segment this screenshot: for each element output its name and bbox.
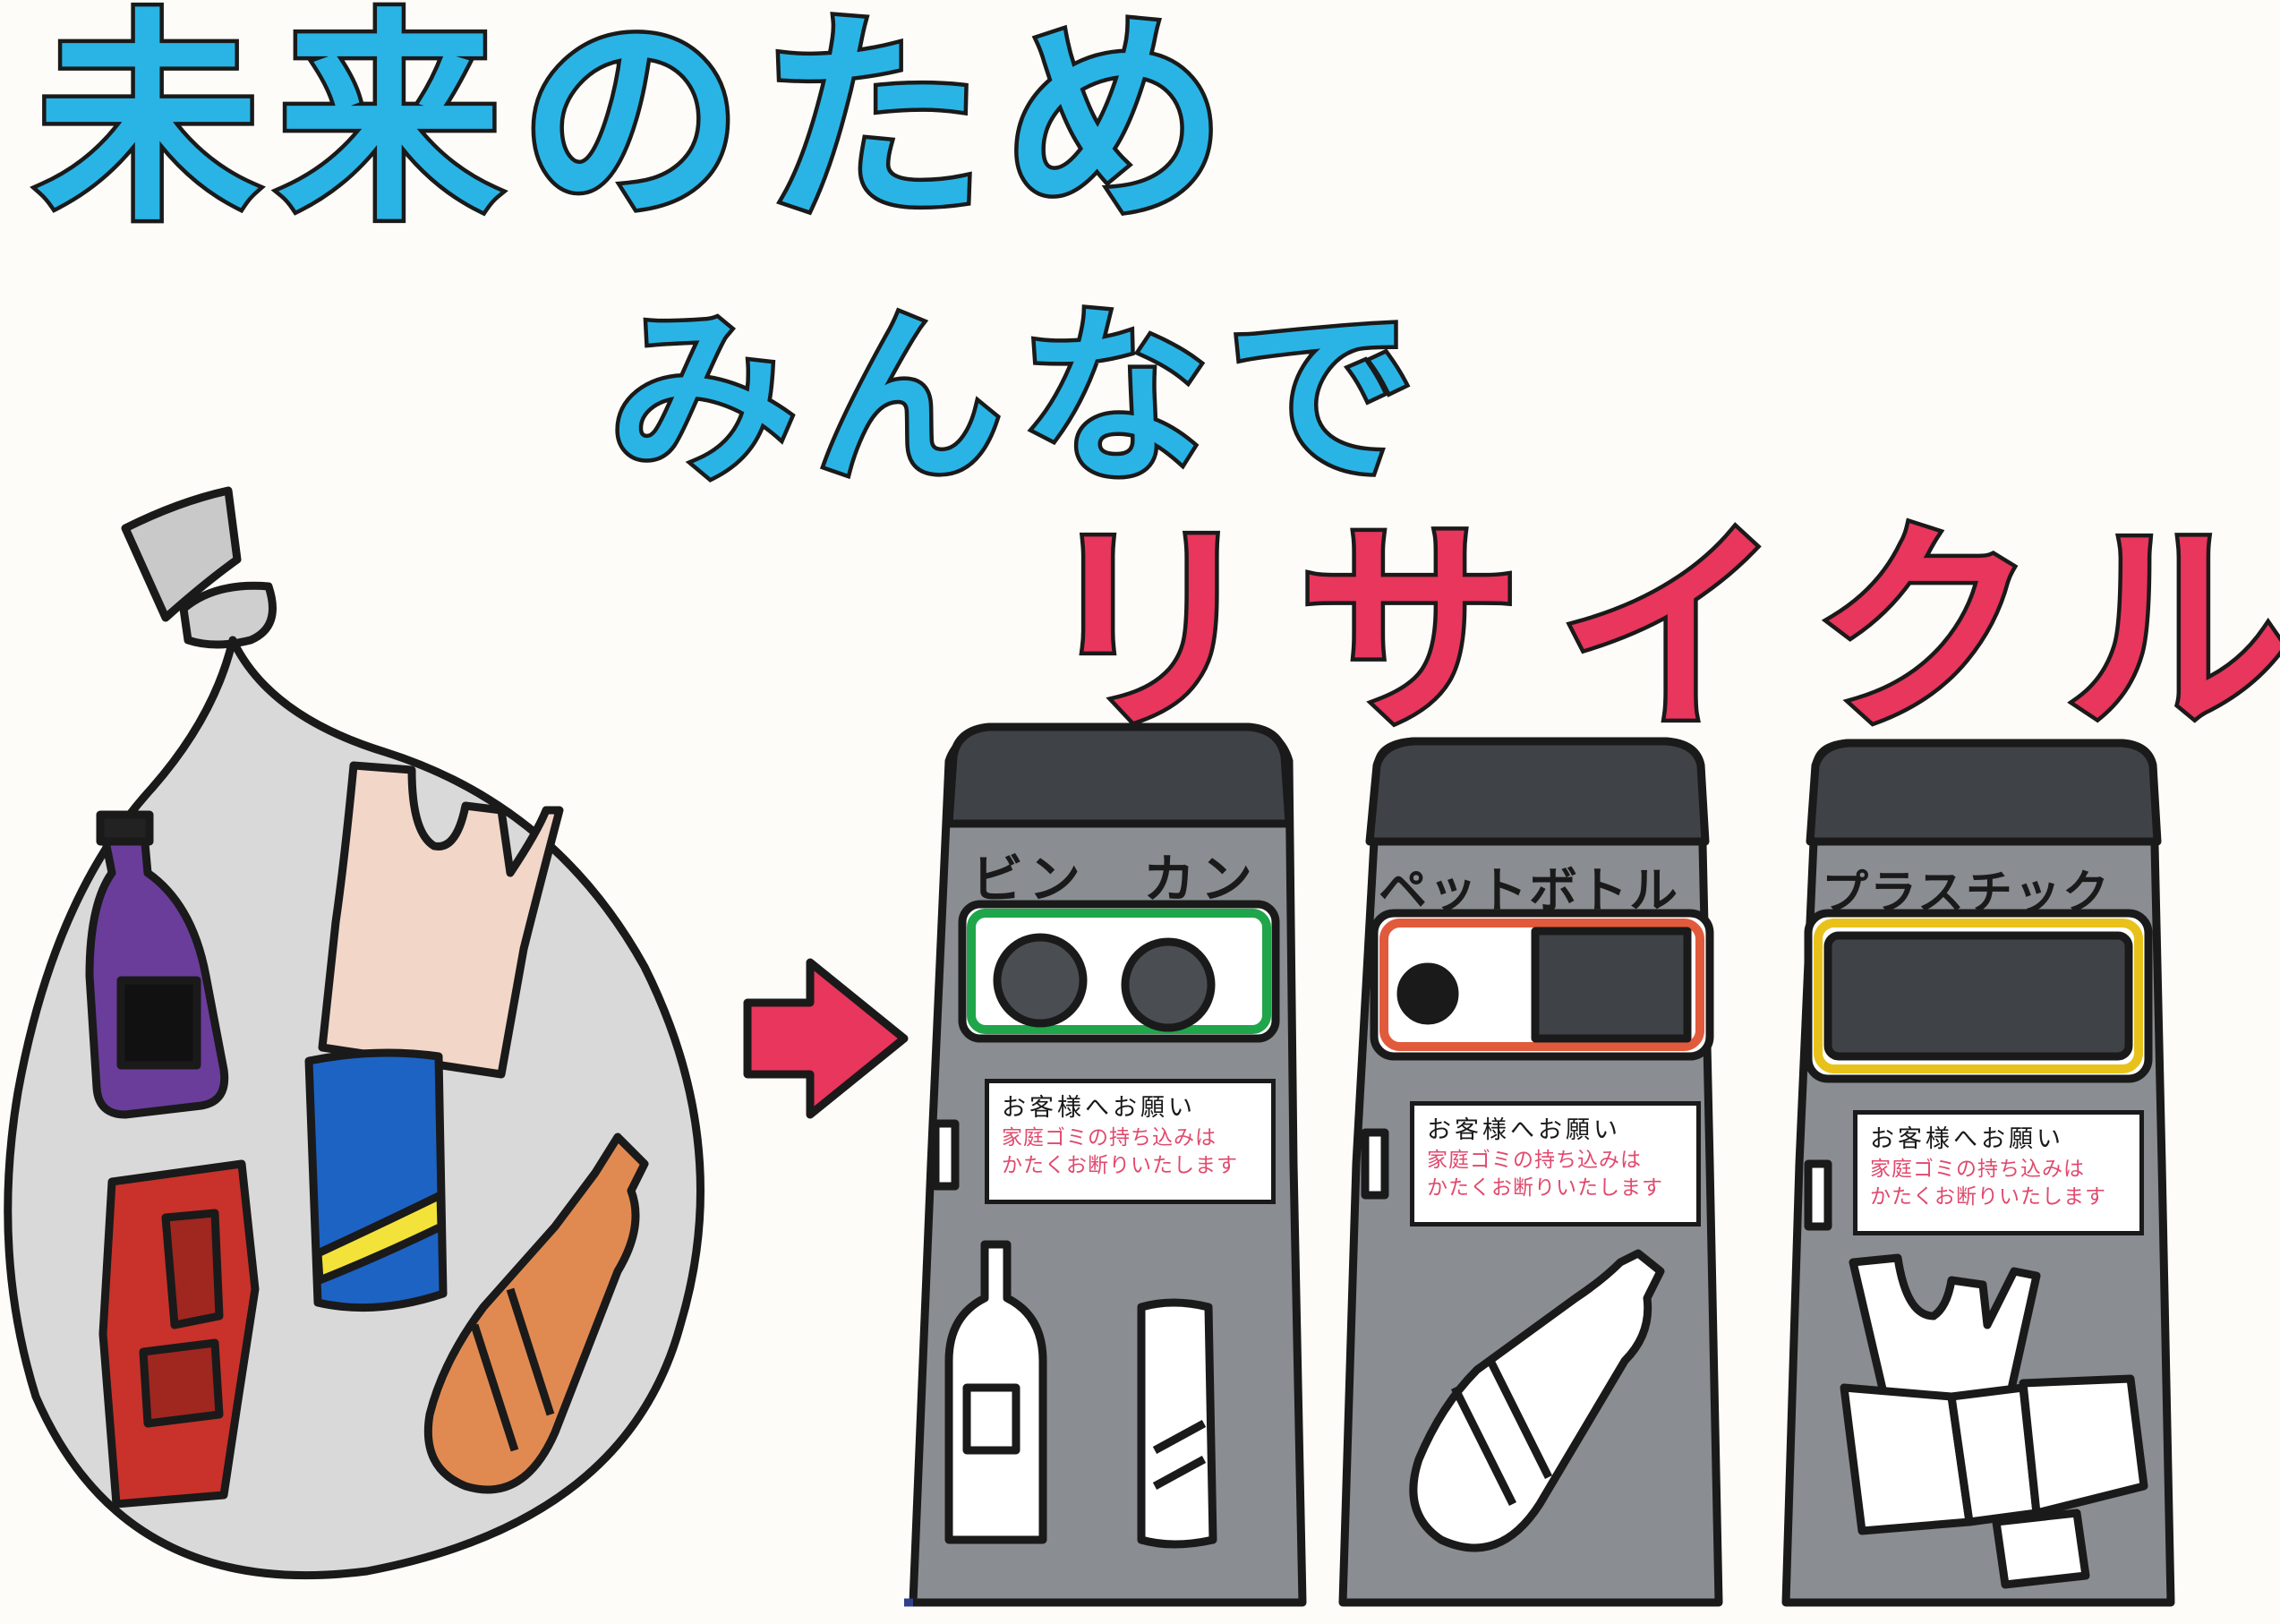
notice-heading: お客様へお願い bbox=[1427, 1116, 1621, 1144]
arrow-right-icon bbox=[743, 958, 909, 1119]
notice-line: かたくお断りいたします bbox=[1870, 1185, 2106, 1209]
notice-line: 家庭ゴミの持ち込みは bbox=[1870, 1158, 2085, 1182]
notice-line: 家庭ゴミの持ち込みは bbox=[1427, 1149, 1642, 1173]
notice-line: かたくお断りいたします bbox=[1002, 1154, 1238, 1178]
blue-can-icon bbox=[304, 1048, 448, 1312]
shopping-bag-icon bbox=[318, 761, 564, 1079]
notice-heading: お客様へお願い bbox=[1002, 1094, 1196, 1122]
title-line-3: リサイクル bbox=[1035, 500, 2280, 761]
garbage-bag bbox=[4, 486, 704, 1580]
red-packaging-icon bbox=[98, 1159, 260, 1509]
bin-plastic-notice: お客様へお願い 家庭ゴミの持ち込みは かたくお断りいたします bbox=[1853, 1110, 2144, 1235]
bin-glass-can-notice: お客様へお願い 家庭ゴミの持ち込みは かたくお断りいたします bbox=[985, 1079, 1276, 1204]
bin-plastic-label: プラスチック bbox=[1822, 867, 2111, 920]
title-line-1: 未来のため bbox=[32, 0, 1244, 251]
purple-bottle-icon bbox=[85, 810, 229, 1119]
bin-pet-bottle-notice: お客様へお願い 家庭ゴミの持ち込みは かたくお断りいたします bbox=[1410, 1101, 1701, 1227]
notice-line: かたくお断りいたします bbox=[1427, 1176, 1663, 1201]
notice-line: 家庭ゴミの持ち込みは bbox=[1002, 1126, 1217, 1150]
orange-pet-bottle-icon bbox=[423, 1133, 649, 1494]
title-line-2: みんなで bbox=[604, 288, 1433, 508]
notice-heading: お客様へお願い bbox=[1870, 1125, 2064, 1153]
bag-tie-icon bbox=[121, 486, 242, 622]
bin-glass-can-label: ビン カン bbox=[971, 849, 1259, 910]
bin-pet-bottle-label: ペットボトル bbox=[1379, 862, 1679, 919]
